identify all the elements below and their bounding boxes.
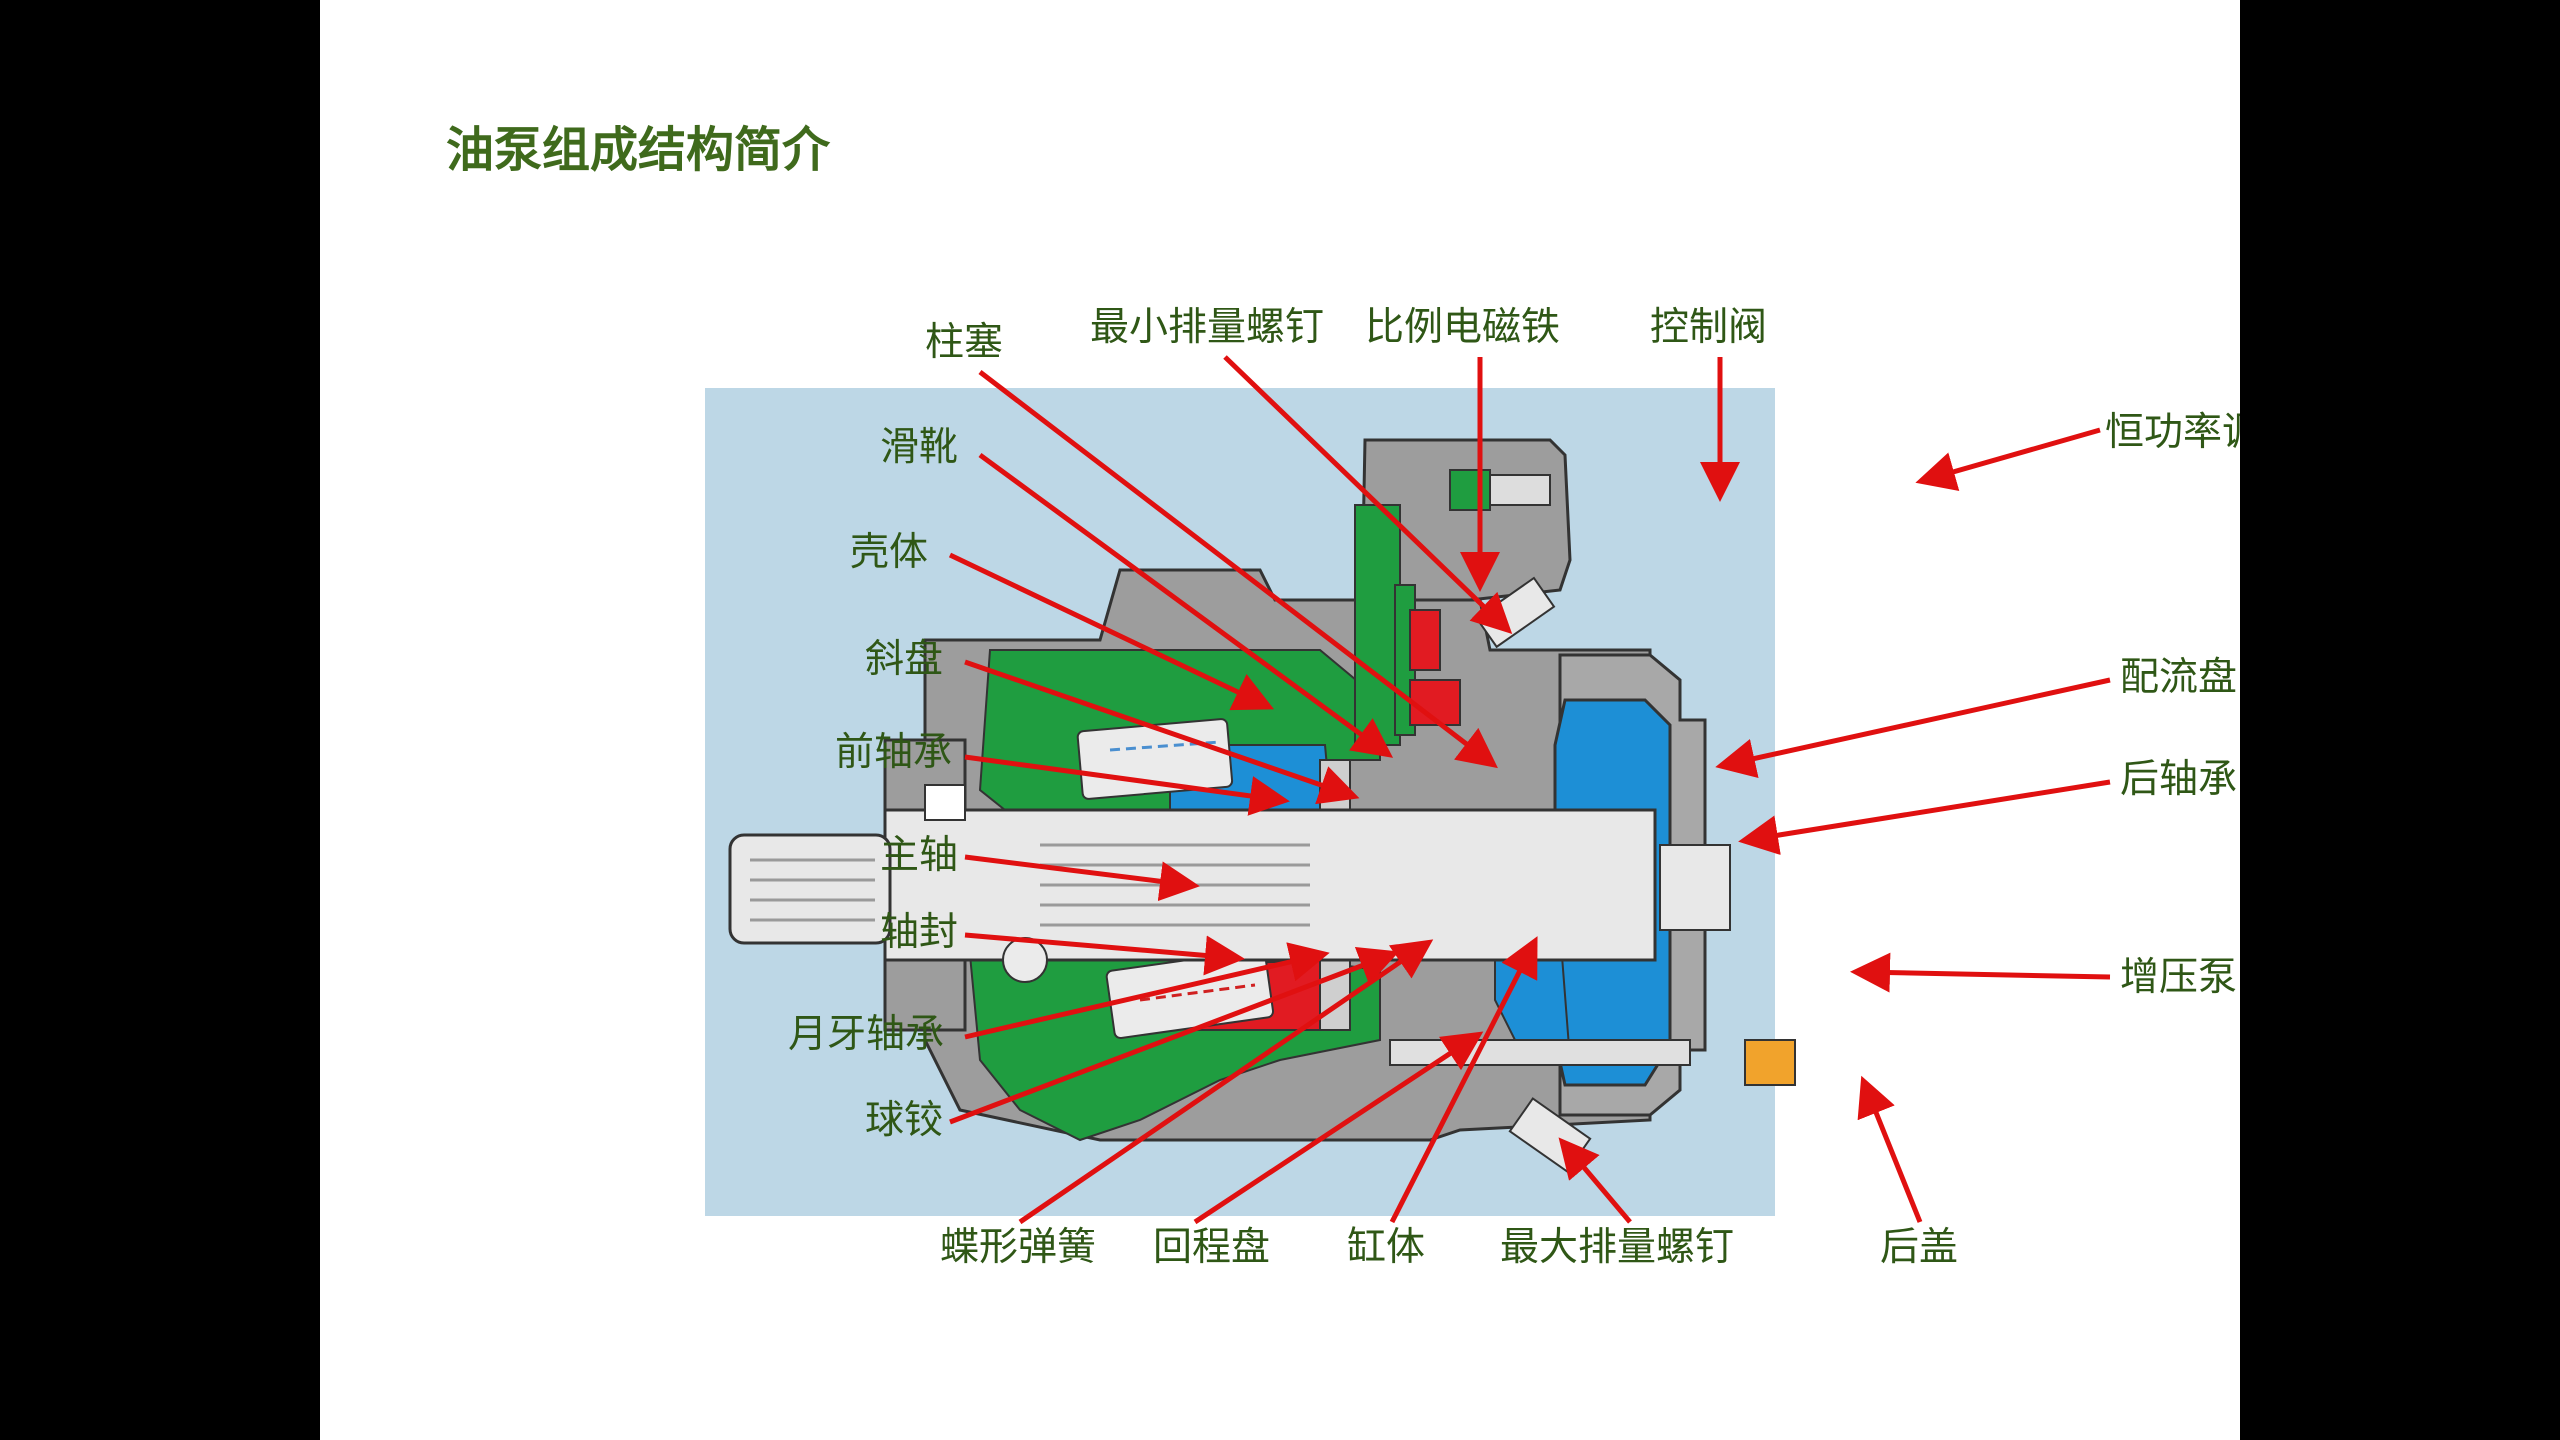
arrow-constant-power-regulation <box>1915 427 2101 491</box>
label-disc-spring: 蝶形弹簧 <box>940 1225 1096 1270</box>
arrow-rear-bearing <box>1738 779 2111 856</box>
label-front-bearing: 前轴承 <box>835 730 952 775</box>
label-proportional-solenoid: 比例电磁铁 <box>1365 305 1560 350</box>
arrow-max-displacement-screw <box>1558 1137 1632 1224</box>
arrow-valve-plate <box>1715 677 2111 779</box>
arrow-front-bearing <box>964 754 1290 816</box>
arrow-plunger <box>978 370 1498 769</box>
label-plunger: 柱塞 <box>925 320 1003 365</box>
label-cradle-bearing: 月牙轴承 <box>788 1012 944 1057</box>
arrow-shaft-seal <box>964 932 1245 976</box>
label-booster-pump: 增压泵 <box>2120 955 2237 1000</box>
label-constant-power-regulation: 恒功率调节 <box>2105 410 2240 455</box>
arrow-return-plate <box>1193 1031 1484 1225</box>
label-valve-plate: 配流盘 <box>2120 655 2237 700</box>
label-main-shaft: 主轴 <box>880 833 958 878</box>
callout-labels: 柱塞 滑靴 壳体 斜盘 前轴承 主轴 轴封 月牙轴承 球铰 最小排量螺钉 比例电… <box>788 305 2240 1270</box>
arrow-min-displacement-screw <box>1223 355 1513 634</box>
pump-cutaway-diagram: 柱塞 滑靴 壳体 斜盘 前轴承 主轴 轴封 月牙轴承 球铰 最小排量螺钉 比例电… <box>705 305 2240 1270</box>
arrow-housing <box>948 552 1275 711</box>
arrow-cradle-bearing <box>964 942 1330 1040</box>
label-rear-bearing: 后轴承 <box>2120 757 2237 802</box>
label-swashplate: 斜盘 <box>865 637 943 682</box>
label-slipper: 滑靴 <box>880 425 958 470</box>
label-cylinder-block: 缸体 <box>1347 1225 1425 1270</box>
arrow-rear-cover <box>1857 1075 1923 1223</box>
arrow-ball-joint <box>949 946 1400 1125</box>
arrow-booster-pump <box>1850 952 2111 993</box>
label-min-displacement-screw: 最小排量螺钉 <box>1090 305 1324 350</box>
label-control-valve: 控制阀 <box>1650 305 1767 350</box>
label-return-plate: 回程盘 <box>1153 1225 1270 1270</box>
label-shaft-seal: 轴封 <box>880 910 958 955</box>
label-ball-joint: 球铰 <box>865 1098 943 1143</box>
arrow-slipper <box>978 452 1394 758</box>
callout-arrows <box>948 355 2111 1225</box>
slide-title: 油泵组成结构简介 <box>446 122 831 178</box>
arrow-disc-spring <box>1018 939 1434 1225</box>
arrow-main-shaft <box>964 854 1200 902</box>
arrow-cylinder-block <box>1389 936 1538 1224</box>
arrow-swashplate <box>964 659 1360 805</box>
slide: 油泵组成结构简介 <box>320 0 2240 1440</box>
label-max-displacement-screw: 最大排量螺钉 <box>1500 1225 1734 1270</box>
label-rear-cover: 后盖 <box>1880 1225 1958 1270</box>
label-housing: 壳体 <box>850 530 928 575</box>
